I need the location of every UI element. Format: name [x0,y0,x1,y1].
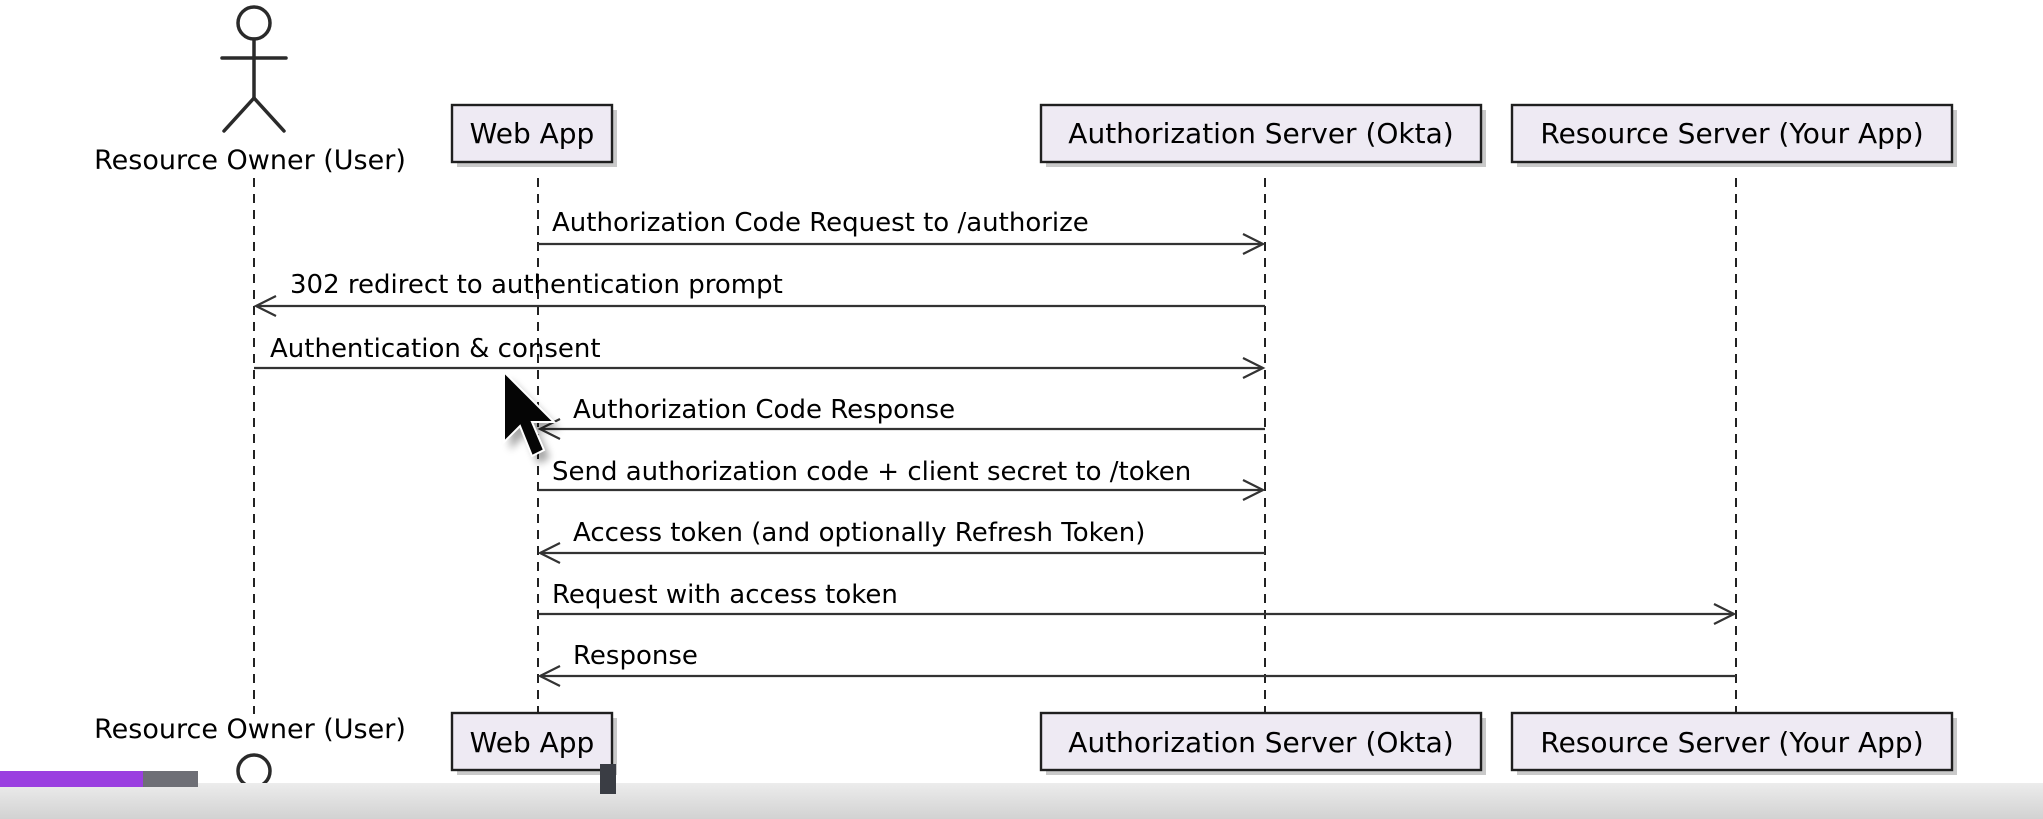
message-1-label: Authorization Code Request to /authorize [552,208,1089,238]
message-7-label: Request with access token [552,580,898,610]
video-scrub-handle[interactable] [600,764,616,794]
actor-user-top-icon [220,5,288,133]
mouse-cursor-icon [503,369,560,464]
message-8: Response [537,641,1736,687]
video-progress-fill[interactable] [0,771,143,787]
message-1: Authorization Code Request to /authorize [538,208,1266,255]
message-7: Request with access token [538,580,1737,625]
message-3-label: Authentication & consent [270,334,601,364]
video-controls-bar[interactable] [0,783,2043,819]
message-4: Authorization Code Response [537,395,1265,440]
participant-resource-server-top: Resource Server (Your App) [1510,103,1957,167]
message-4-label: Authorization Code Response [573,395,955,425]
message-5-label: Send authorization code + client secret … [552,457,1191,487]
message-3: Authentication & consent [254,334,1266,379]
participant-web-app-top: Web App [450,103,617,167]
participant-authorization-server-top: Authorization Server (Okta) [1039,103,1486,167]
participant-authorization-server-top-label: Authorization Server (Okta) [1068,117,1453,150]
actor-user-top-label: Resource Owner (User) [94,145,406,176]
message-5: Send authorization code + client secret … [538,457,1266,501]
participant-authorization-server-bottom-label: Authorization Server (Okta) [1068,726,1453,759]
participant-web-app-bottom: Web App [450,711,617,775]
message-6-label: Access token (and optionally Refresh Tok… [573,518,1145,548]
actor-user-bottom-label: Resource Owner (User) [94,714,406,745]
message-6: Access token (and optionally Refresh Tok… [537,518,1265,564]
video-buffer-fill [143,771,198,787]
participant-web-app-bottom-label: Web App [470,726,595,759]
message-2: 302 redirect to authentication prompt [253,270,1265,317]
message-8-label: Response [573,641,698,671]
participant-resource-server-bottom: Resource Server (Your App) [1510,711,1957,775]
participant-resource-server-top-label: Resource Server (Your App) [1540,117,1923,150]
participant-web-app-top-label: Web App [470,117,595,150]
message-2-label: 302 redirect to authentication prompt [290,270,783,300]
participant-resource-server-bottom-label: Resource Server (Your App) [1540,726,1923,759]
participant-authorization-server-bottom: Authorization Server (Okta) [1039,711,1486,775]
